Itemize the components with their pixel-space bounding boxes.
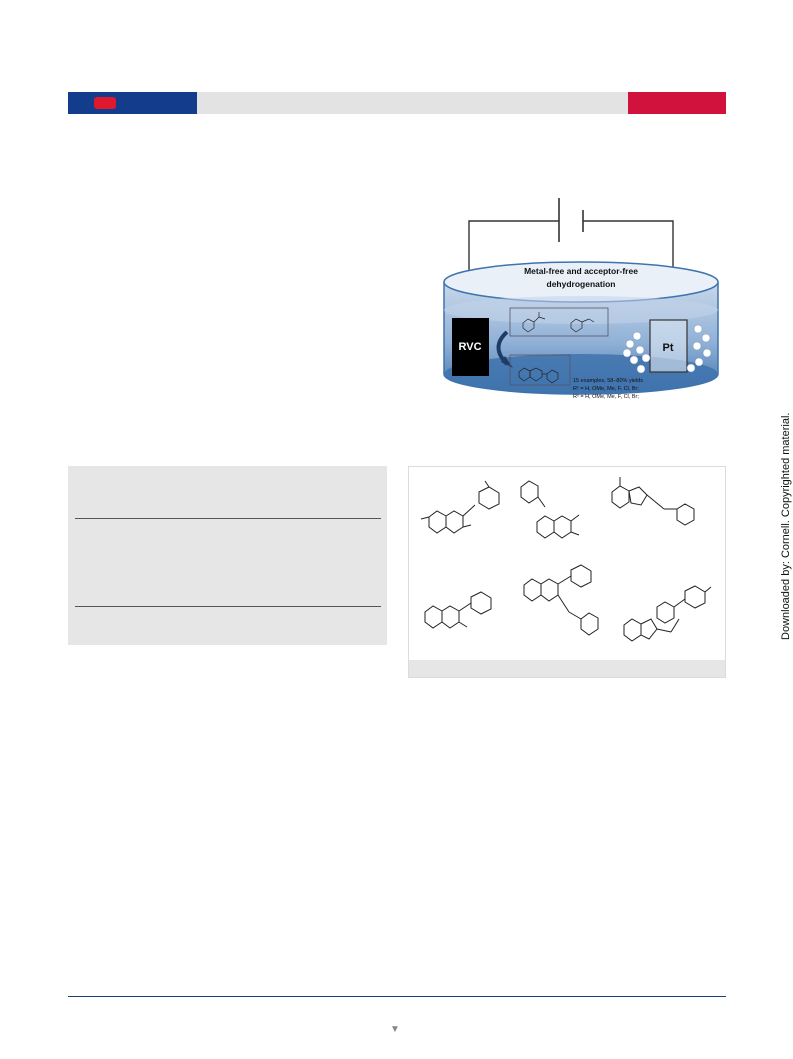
download-watermark: Downloaded by: Cornell. Copyrighted mate…	[780, 412, 792, 640]
product-structure	[518, 367, 559, 384]
pt-electrode	[649, 319, 688, 373]
rvc-label: RVC	[458, 341, 481, 353]
reactant-structures	[522, 312, 595, 333]
pt-label: Pt	[663, 342, 674, 354]
structure-6	[623, 585, 712, 642]
structure-5	[523, 564, 599, 636]
r1-substituents: R¹ = H, OMe, Me, F, Cl, Br;	[573, 386, 639, 392]
scroll-down-icon[interactable]: ▼	[390, 1024, 400, 1035]
figure-subtitle: dehydrogenation	[547, 279, 616, 289]
structure-2	[520, 480, 580, 539]
results-summary: 15 examples, 58–80% yields	[573, 378, 643, 384]
header-title-strip	[197, 92, 628, 114]
product-box	[509, 354, 571, 386]
structure-3	[611, 477, 695, 526]
figure-title: Metal-free and acceptor-free	[524, 266, 638, 276]
footer-rule	[68, 996, 726, 997]
structure-4	[424, 591, 492, 629]
product-structures-scheme	[420, 477, 712, 642]
reactant-box	[509, 307, 609, 337]
table-header-rule	[75, 518, 381, 519]
data-table-panel	[68, 466, 387, 645]
graphical-abstract: Metal-free and acceptor-free dehydrogena…	[443, 198, 719, 400]
journal-header-bar	[68, 92, 197, 114]
table-footer-rule	[75, 606, 381, 607]
structure-1	[420, 480, 500, 534]
rvc-electrode	[452, 318, 489, 376]
scheme-caption-bar	[409, 660, 725, 677]
header-section-tab	[628, 92, 726, 114]
hydrogen-bubbles	[622, 324, 712, 374]
r2-substituents: R² = H, OMe, Me, F, Cl, Br;	[573, 394, 639, 400]
journal-badge	[94, 97, 116, 109]
scheme-panel	[408, 466, 726, 678]
